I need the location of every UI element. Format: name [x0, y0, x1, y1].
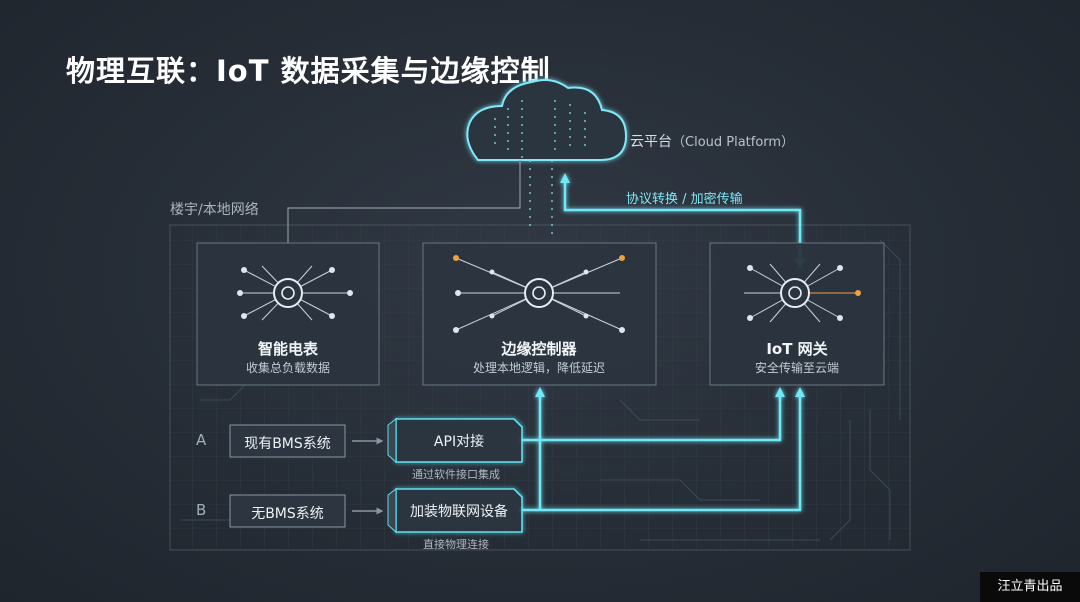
node-subtitle-meter: 收集总负载数据	[245, 361, 330, 375]
cloud-label-en: （Cloud Platform）	[672, 135, 795, 150]
node-title-gateway: IoT 网关	[766, 340, 828, 358]
node-subtitle-gateway: 安全传输至云端	[754, 361, 839, 375]
source-a-label: 现有BMS系统	[244, 436, 331, 452]
cloud-stream	[494, 100, 586, 240]
cloud-label-cn: 云平台	[630, 134, 672, 150]
row-b-letter: B	[196, 501, 207, 519]
row-a-letter: A	[196, 431, 207, 449]
region-label: 楼宇/本地网络	[170, 202, 259, 218]
target-a-subtitle: 通过软件接口集成	[412, 468, 500, 481]
node-title-meter: 智能电表	[257, 340, 318, 358]
node-title-controller: 边缘控制器	[501, 340, 577, 358]
cloud-meter-connector	[287, 160, 521, 245]
source-b-label: 无BMS系统	[251, 506, 324, 522]
target-b-label: 加装物联网设备	[410, 504, 508, 520]
target-a-label: API对接	[433, 434, 485, 450]
node-panel-controller	[422, 242, 657, 386]
circuit-traces	[180, 239, 901, 541]
node-panel-meter	[196, 242, 380, 386]
page-title: 物理互联：IoT 数据采集与边缘控制	[66, 54, 551, 88]
cloud-icon	[466, 79, 628, 161]
gateway-cloud-link	[560, 173, 805, 269]
source-box-a	[229, 424, 346, 458]
hub-icon-gateway	[744, 263, 861, 323]
source-box-b	[229, 494, 346, 528]
hub-icon-controller	[453, 255, 625, 333]
target-box-a	[387, 418, 523, 464]
target-b-subtitle: 直接物理连接	[423, 538, 489, 551]
node-panel-gateway	[709, 242, 885, 386]
bottom-links	[522, 387, 805, 512]
credit-badge: 汪立青出品	[980, 572, 1080, 602]
target-box-b	[387, 488, 523, 534]
node-subtitle-controller: 处理本地逻辑，降低延迟	[472, 361, 605, 375]
hub-icon-meter	[237, 265, 353, 321]
protocol-label: 协议转换 / 加密传输	[626, 192, 743, 207]
cloud-label: 云平台（Cloud Platform）	[630, 131, 794, 151]
